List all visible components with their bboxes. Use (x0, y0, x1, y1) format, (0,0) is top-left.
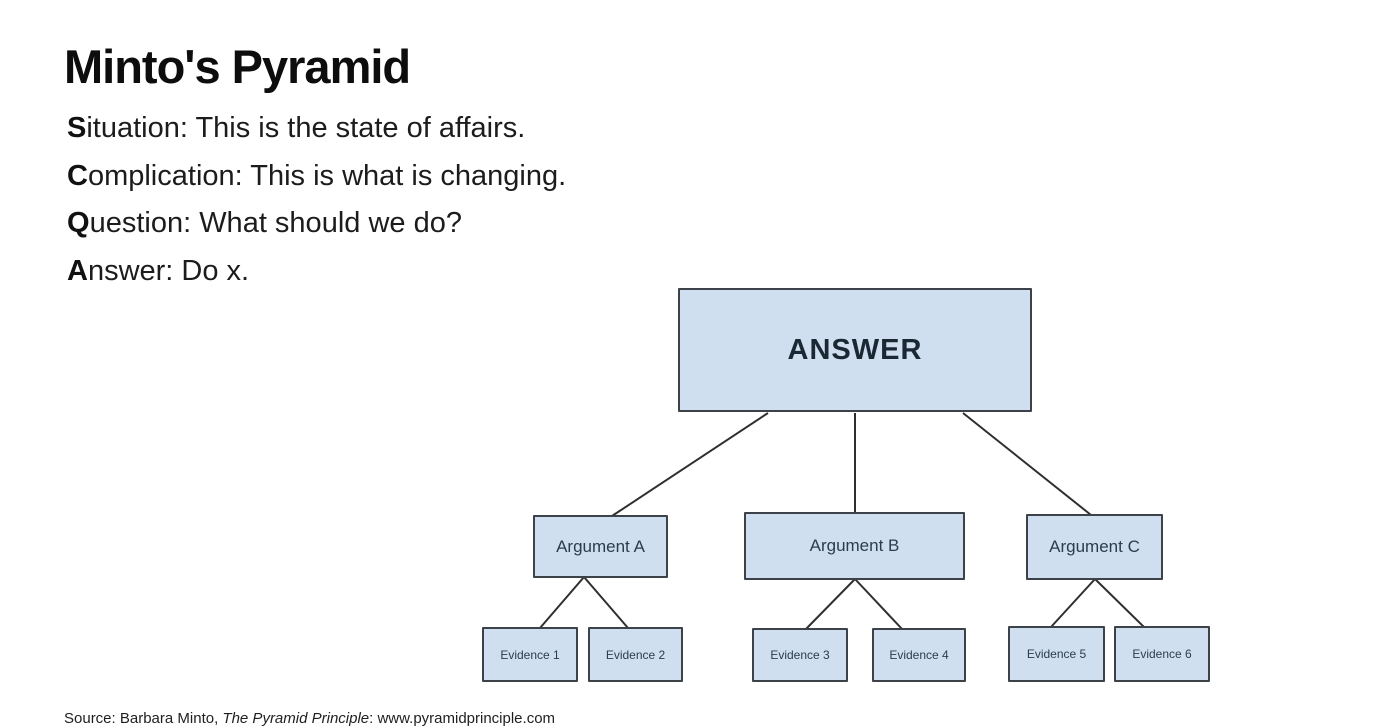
situation-rest-text: ituation: This is the state of affairs. (86, 112, 526, 144)
evidence-2-box: Evidence 2 (588, 627, 683, 682)
answer-box: ANSWER (678, 288, 1032, 412)
evidence-5-box: Evidence 5 (1008, 626, 1105, 682)
answer-rest-text: nswer: Do x. (87, 254, 250, 287)
connector-argument-c-to-evidence-5 (1050, 578, 1096, 628)
argument-a-box: Argument A (533, 515, 668, 578)
situation-lead-letter: S (67, 112, 87, 144)
source-prefix: Source: Barbara Minto, (64, 710, 223, 727)
connector-answer-to-argument-a (611, 412, 769, 517)
connector-argument-c-to-evidence-6 (1094, 578, 1145, 628)
connector-argument-a-to-evidence-1 (539, 576, 585, 629)
question-rest-text: uestion: What should we do? (89, 207, 462, 239)
scqa-text-block: Situation: This is the state of affairs.… (67, 105, 566, 295)
page-title: Minto's Pyramid (64, 40, 411, 94)
connector-argument-a-to-evidence-2 (583, 576, 629, 629)
answer-lead-letter: A (67, 254, 88, 287)
evidence-6-box: Evidence 6 (1114, 626, 1210, 682)
complication-line: Complication: This is what is changing. (67, 153, 566, 201)
answer-line: Answer: Do x. (67, 248, 566, 296)
evidence-4-box: Evidence 4 (872, 628, 966, 682)
argument-b-box: Argument B (744, 512, 965, 580)
evidence-1-box: Evidence 1 (482, 627, 578, 682)
evidence-3-box: Evidence 3 (752, 628, 848, 682)
argument-c-box: Argument C (1026, 514, 1163, 580)
source-suffix: : www.pyramidprinciple.com (369, 710, 556, 727)
complication-lead-letter: C (67, 159, 88, 192)
connector-argument-b-to-evidence-4 (854, 578, 903, 630)
source-work-title: The Pyramid Principle (222, 710, 370, 727)
complication-rest-text: omplication: This is what is changing. (87, 159, 567, 192)
connector-argument-b-to-evidence-3 (805, 578, 856, 630)
question-lead-letter: Q (67, 207, 90, 239)
connector-answer-to-argument-c (962, 412, 1092, 516)
source-citation: Source: Barbara Minto, The Pyramid Princ… (64, 710, 555, 727)
question-line: Question: What should we do? (67, 200, 566, 248)
situation-line: Situation: This is the state of affairs. (67, 105, 566, 153)
